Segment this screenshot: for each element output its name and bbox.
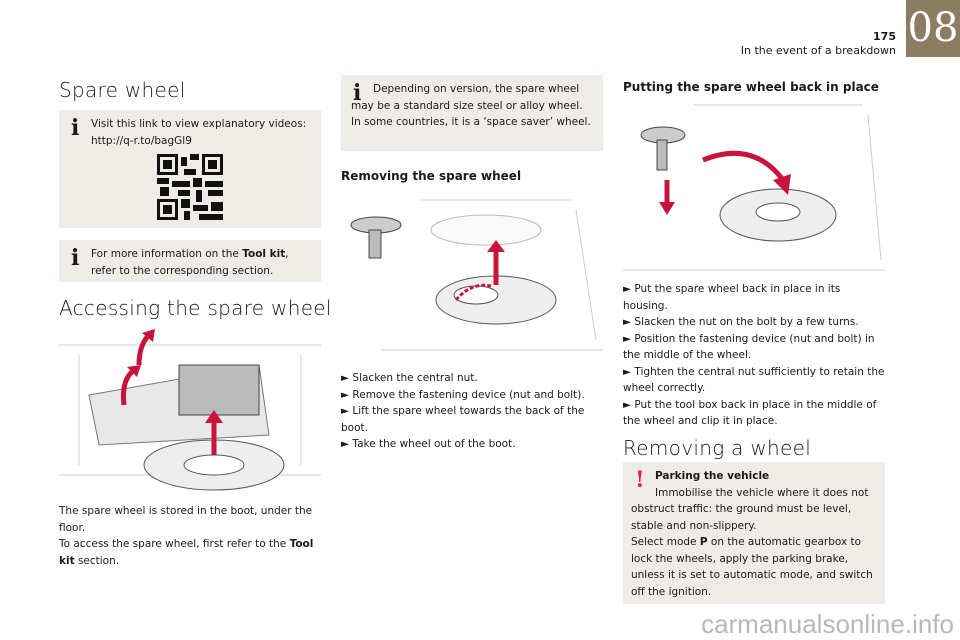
warning-text: Immobilise the vehicle where it does not… <box>631 486 869 532</box>
toolkit-ref: Tool kit <box>242 248 286 260</box>
paragraph: The spare wheel is stored in the boot, u… <box>59 505 313 534</box>
paragraph: To access the spare wheel, first refer t… <box>59 536 321 569</box>
watermark: carmanualsonline.info <box>701 609 954 639</box>
info-text: Visit this link to view explanatory vide… <box>91 118 307 130</box>
text: section. <box>74 554 120 567</box>
section-title: In the event of a breakdown <box>740 44 896 57</box>
step: ► Slacken the nut on the bolt by a few t… <box>623 316 859 328</box>
warning-title: Parking the vehicle <box>655 470 770 482</box>
heading-putting-back: Putting the spare wheel back in place <box>623 80 879 94</box>
info-text: In some countries, it is a ‘space saver’… <box>351 116 591 128</box>
info-icon: i <box>353 80 362 106</box>
step: ► Lift the spare wheel towards the back … <box>341 405 585 434</box>
step: ► Put the tool box back in place in the … <box>623 398 877 428</box>
mode-p: P <box>699 536 708 548</box>
heading-accessing: Accessing the spare wheel <box>59 296 332 320</box>
info-icon: i <box>71 115 80 141</box>
heading-removing-spare: Removing the spare wheel <box>341 169 522 183</box>
step: ► Slacken the central nut. <box>341 372 478 384</box>
step: ► Position the fastening device (nut and… <box>623 332 875 362</box>
toolkit-ref: Tool kit <box>59 538 314 567</box>
refit-steps: ► Put the spare wheel back in place in i… <box>623 281 885 430</box>
page-number: 175 <box>873 30 896 43</box>
info-box-version: i Depending on version, the spare wheel … <box>341 75 603 151</box>
chapter-badge: 08 <box>906 0 960 57</box>
heading-removing-wheel: Removing a wheel <box>623 436 812 460</box>
refit-spare-illustration <box>623 104 885 271</box>
step: ► Put the spare wheel back in place in i… <box>623 283 841 312</box>
warning-text: Select mode P on the automatic gearbox t… <box>631 534 875 600</box>
removing-steps: ► Slacken the central nut. ► Remove the … <box>341 370 603 453</box>
info-box-videos: i Visit this link to view explanatory vi… <box>59 110 321 228</box>
info-text: Depending on version, the spare wheel ma… <box>351 83 583 112</box>
warning-icon: ! <box>635 467 645 493</box>
qr-code[interactable] <box>157 154 223 220</box>
warning-box: ! Parking the vehicle Immobilise the veh… <box>623 462 885 604</box>
text: For more information on the <box>91 248 243 260</box>
step: ► Remove the fastening device (nut and b… <box>341 388 585 401</box>
info-icon: i <box>71 245 80 271</box>
boot-floor-illustration <box>59 325 321 500</box>
text: Select mode <box>631 536 700 548</box>
text: , refer to the corresponding section. <box>91 248 289 277</box>
page-title: Spare wheel <box>59 78 186 102</box>
video-link[interactable]: http://q-r.to/bagGl9 <box>91 134 192 147</box>
text: To access the spare wheel, first refer t… <box>59 538 290 550</box>
step: ► Take the wheel out of the boot. <box>341 438 516 450</box>
accessing-text: The spare wheel is stored in the boot, u… <box>59 503 321 569</box>
text: on the automatic gearbox to lock the whe… <box>631 536 873 598</box>
removing-spare-illustration <box>350 199 603 351</box>
step: ► Tighten the central nut sufficiently t… <box>623 365 885 395</box>
info-box-toolkit: i For more information on the Tool kit, … <box>59 240 321 282</box>
